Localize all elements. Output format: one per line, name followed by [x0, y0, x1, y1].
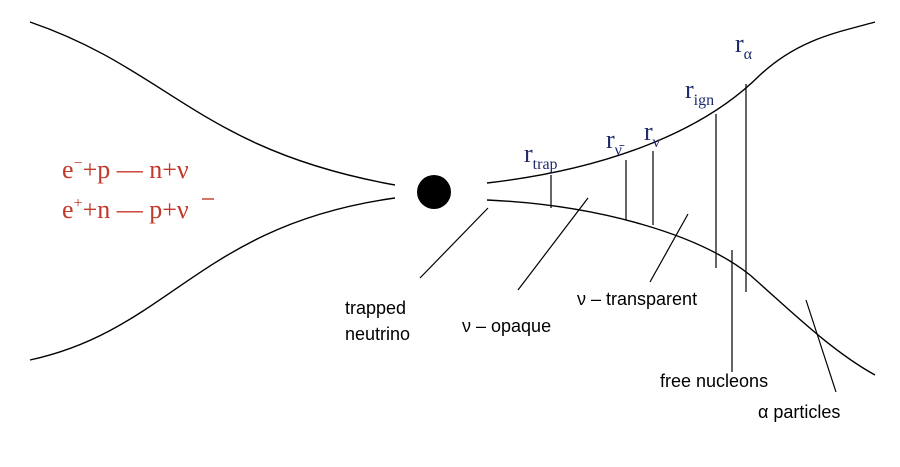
r-trap-label: rtrap [524, 139, 558, 173]
neutron-star [417, 175, 451, 209]
left-upper-curve [29, 21, 396, 186]
opaque-label: ν – opaque [462, 316, 551, 336]
r-nubar-label: rν̄ [606, 125, 625, 159]
nu-bar-symbol: ν [177, 195, 189, 224]
trapped-label: trapped [345, 298, 406, 318]
reaction-1: e−+p — n+ν [62, 155, 189, 184]
transparent-pointer [649, 213, 689, 283]
alpha-pointer [805, 299, 837, 393]
left-lower-curve [29, 197, 396, 361]
neutrino-label: neutrino [345, 324, 410, 344]
reaction-2: e++n — p+ν [62, 195, 189, 224]
transparent-label: ν – transparent [577, 289, 697, 309]
right-upper-curve [486, 21, 876, 184]
r-ign-label: rign [685, 75, 714, 109]
trapped-pointer [419, 207, 489, 279]
right-lower-curve [486, 199, 876, 376]
opaque-pointer [517, 197, 589, 291]
free-nucleons-label: free nucleons [660, 371, 768, 391]
r-alpha-label: rα [735, 29, 753, 63]
alpha-particles-label: α particles [758, 402, 840, 422]
r-nu-label: rν [644, 117, 660, 151]
